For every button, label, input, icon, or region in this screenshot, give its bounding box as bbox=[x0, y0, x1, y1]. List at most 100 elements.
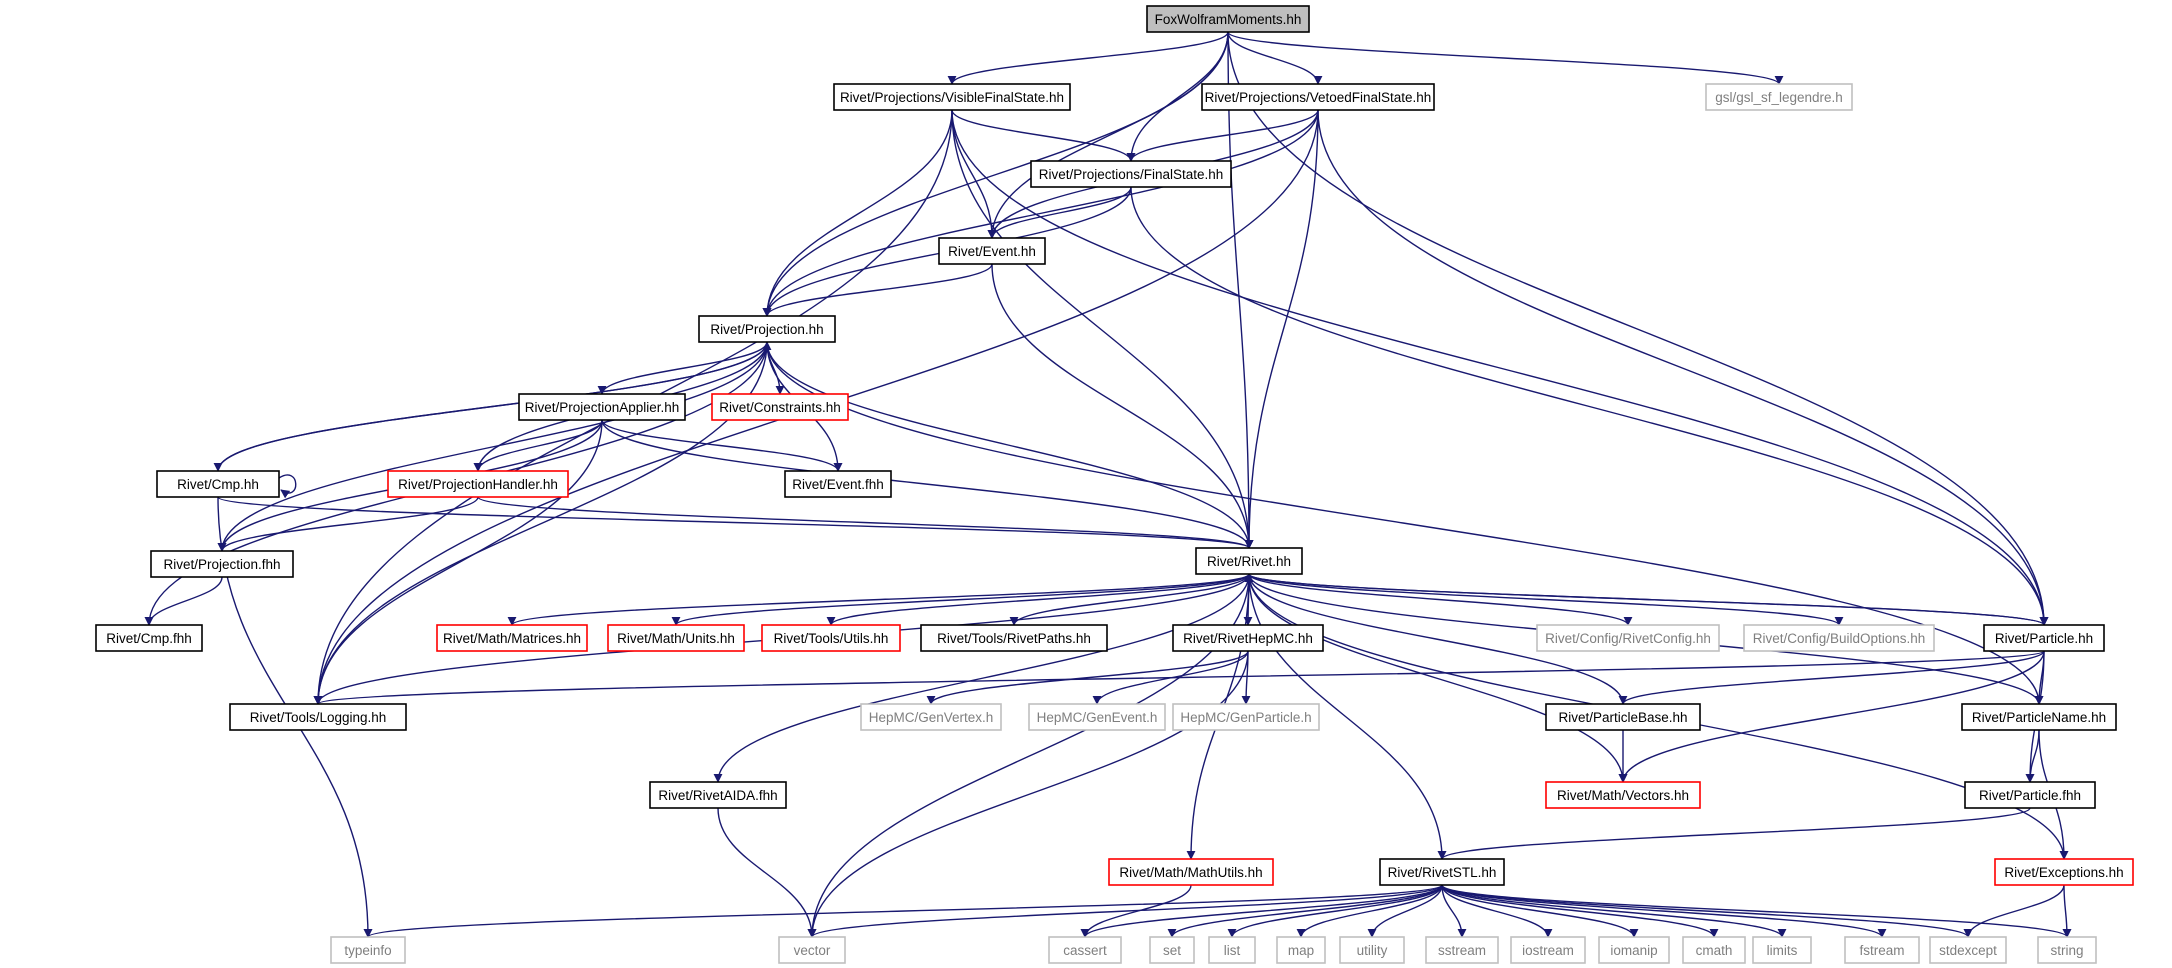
node-rivet-projectionapplier-hh[interactable]: Rivet/ProjectionApplier.hh bbox=[518, 393, 686, 421]
node-rivet-tools-utils-hh[interactable]: Rivet/Tools/Utils.hh bbox=[761, 624, 901, 652]
node-rivet-event-fhh[interactable]: Rivet/Event.fhh bbox=[784, 470, 892, 498]
node-label: Rivet/Projections/VetoedFinalState.hh bbox=[1205, 90, 1432, 105]
node-rivet-cmp-hh[interactable]: Rivet/Cmp.hh bbox=[156, 470, 280, 498]
node-label: HepMC/GenParticle.h bbox=[1180, 710, 1311, 725]
edge-hepmc-to-genvertex bbox=[926, 650, 1249, 705]
node-cmath[interactable]: cmath bbox=[1682, 936, 1746, 964]
node-utility[interactable]: utility bbox=[1339, 936, 1405, 964]
node-rivet-event-hh[interactable]: Rivet/Event.hh bbox=[938, 237, 1046, 265]
edge-rivet-to-rivetconfig bbox=[1248, 573, 1633, 626]
node-rivet-config-rivetconfig-hh[interactable]: Rivet/Config/RivetConfig.hh bbox=[1536, 624, 1720, 652]
node-label: Rivet/Config/BuildOptions.hh bbox=[1753, 631, 1926, 646]
node-rivet-math-mathutils-hh[interactable]: Rivet/Math/MathUtils.hh bbox=[1108, 858, 1274, 886]
node-label: Rivet/RivetAIDA.fhh bbox=[658, 788, 777, 803]
node-rivet-math-vectors-hh[interactable]: Rivet/Math/Vectors.hh bbox=[1545, 781, 1701, 809]
node-iostream[interactable]: iostream bbox=[1510, 936, 1586, 964]
node-label: Rivet/Projection.fhh bbox=[163, 557, 280, 572]
edge-projfhh-to-cmpfhh bbox=[144, 576, 223, 626]
node-label: set bbox=[1163, 943, 1181, 958]
node-iomanip[interactable]: iomanip bbox=[1598, 936, 1670, 964]
node-stdexcept[interactable]: stdexcept bbox=[1929, 936, 2007, 964]
node-hepmc-genevent-h[interactable]: HepMC/GenEvent.h bbox=[1028, 703, 1166, 731]
edge-event-to-proj bbox=[762, 263, 993, 317]
node-fstream[interactable]: fstream bbox=[1844, 936, 1920, 964]
node-rivet-particlename-hh[interactable]: Rivet/ParticleName.hh bbox=[1961, 703, 2117, 731]
node-rivet-rivet-hh[interactable]: Rivet/Rivet.hh bbox=[1195, 547, 1303, 575]
edge-vfs-to-proj bbox=[762, 109, 953, 317]
edge-aidafhh-to-vector bbox=[717, 807, 817, 938]
node-label: HepMC/GenEvent.h bbox=[1037, 710, 1158, 725]
node-rivet-projections-visiblefinalstate-hh[interactable]: Rivet/Projections/VisibleFinalState.hh bbox=[833, 83, 1071, 111]
node-box bbox=[1379, 858, 1505, 886]
node-box bbox=[761, 624, 901, 652]
node-list[interactable]: list bbox=[1208, 936, 1256, 964]
node-rivet-rivethepmc-hh[interactable]: Rivet/RivetHepMC.hh bbox=[1172, 624, 1324, 652]
node-layer: FoxWolframMoments.hhRivet/Projections/Vi… bbox=[95, 5, 2134, 964]
node-rivet-rivetaida-fhh[interactable]: Rivet/RivetAIDA.fhh bbox=[649, 781, 787, 809]
node-gsl-gsl-sf-legendre-h[interactable]: gsl/gsl_sf_legendre.h bbox=[1705, 83, 1853, 111]
node-rivet-cmp-fhh[interactable]: Rivet/Cmp.fhh bbox=[95, 624, 203, 652]
node-box bbox=[1425, 936, 1499, 964]
node-map[interactable]: map bbox=[1276, 936, 1326, 964]
node-limits[interactable]: limits bbox=[1752, 936, 1812, 964]
node-rivet-particle-hh[interactable]: Rivet/Particle.hh bbox=[1983, 624, 2105, 652]
node-rivet-particle-fhh[interactable]: Rivet/Particle.fhh bbox=[1964, 781, 2096, 809]
node-label: Rivet/Cmp.hh bbox=[177, 477, 259, 492]
node-label: list bbox=[1224, 943, 1241, 958]
edge-fwm-to-particle bbox=[1227, 31, 2049, 626]
node-rivet-particlebase-hh[interactable]: Rivet/ParticleBase.hh bbox=[1545, 703, 1701, 731]
node-box bbox=[95, 624, 203, 652]
node-box bbox=[1048, 936, 1122, 964]
node-rivet-math-matrices-hh[interactable]: Rivet/Math/Matrices.hh bbox=[436, 624, 588, 652]
node-box bbox=[156, 470, 280, 498]
node-box bbox=[1598, 936, 1670, 964]
node-rivet-tools-logging-hh[interactable]: Rivet/Tools/Logging.hh bbox=[229, 703, 407, 731]
node-rivet-projectionhandler-hh[interactable]: Rivet/ProjectionHandler.hh bbox=[387, 470, 569, 498]
edge-particle-to-logging bbox=[314, 650, 2045, 705]
node-sstream[interactable]: sstream bbox=[1425, 936, 1499, 964]
edge-stl-to-fstream bbox=[1441, 884, 1887, 938]
node-box bbox=[778, 936, 846, 964]
node-box bbox=[436, 624, 588, 652]
node-label: Rivet/Event.fhh bbox=[792, 477, 884, 492]
node-hepmc-genparticle-h[interactable]: HepMC/GenParticle.h bbox=[1172, 703, 1320, 731]
node-label: Rivet/ParticleName.hh bbox=[1972, 710, 2106, 725]
node-rivet-projection-fhh[interactable]: Rivet/Projection.fhh bbox=[150, 550, 294, 578]
node-hepmc-genvertex-h[interactable]: HepMC/GenVertex.h bbox=[860, 703, 1002, 731]
node-string[interactable]: string bbox=[2037, 936, 2097, 964]
node-rivet-config-buildoptions-hh[interactable]: Rivet/Config/BuildOptions.hh bbox=[1743, 624, 1935, 652]
node-rivet-projections-finalstate-hh[interactable]: Rivet/Projections/FinalState.hh bbox=[1030, 160, 1232, 188]
node-box bbox=[784, 470, 892, 498]
node-cassert[interactable]: cassert bbox=[1048, 936, 1122, 964]
node-foxwolframmoments-hh[interactable]: FoxWolframMoments.hh bbox=[1146, 5, 1310, 33]
node-label: cmath bbox=[1696, 943, 1733, 958]
node-box bbox=[387, 470, 569, 498]
edge-fwm-to-rivet bbox=[1227, 31, 1254, 549]
node-label: Rivet/Projection.hh bbox=[710, 322, 823, 337]
node-set[interactable]: set bbox=[1149, 936, 1195, 964]
node-rivet-exceptions-hh[interactable]: Rivet/Exceptions.hh bbox=[1994, 858, 2134, 886]
edge-stl-to-iostream bbox=[1441, 884, 1553, 938]
node-rivet-projections-vetoedfinalstate-hh[interactable]: Rivet/Projections/VetoedFinalState.hh bbox=[1201, 83, 1435, 111]
node-typeinfo[interactable]: typeinfo bbox=[330, 936, 406, 964]
node-rivet-constraints-hh[interactable]: Rivet/Constraints.hh bbox=[711, 393, 849, 421]
node-rivet-rivetstl-hh[interactable]: Rivet/RivetSTL.hh bbox=[1379, 858, 1505, 886]
edge-fwm-to-gsl bbox=[1227, 31, 1784, 85]
edge-stl-to-list bbox=[1227, 884, 1443, 938]
edge-stl-to-vector bbox=[807, 884, 1443, 938]
node-label: utility bbox=[1357, 943, 1388, 958]
edge-rivet-to-vectors bbox=[1248, 573, 1628, 783]
node-label: Rivet/Event.hh bbox=[948, 244, 1036, 259]
node-label: Rivet/Math/Matrices.hh bbox=[443, 631, 581, 646]
node-rivet-projection-hh[interactable]: Rivet/Projection.hh bbox=[698, 315, 836, 343]
node-label: Rivet/Tools/Utils.hh bbox=[774, 631, 889, 646]
node-rivet-math-units-hh[interactable]: Rivet/Math/Units.hh bbox=[607, 624, 745, 652]
node-vector[interactable]: vector bbox=[778, 936, 846, 964]
node-box bbox=[1108, 858, 1274, 886]
node-box bbox=[1844, 936, 1920, 964]
node-label: Rivet/Constraints.hh bbox=[719, 400, 841, 415]
edge-projhandler-to-rivet bbox=[477, 496, 1254, 549]
node-label: Rivet/Rivet.hh bbox=[1207, 554, 1291, 569]
node-rivet-tools-rivetpaths-hh[interactable]: Rivet/Tools/RivetPaths.hh bbox=[920, 624, 1108, 652]
edge-rivet-to-matrices bbox=[507, 573, 1250, 626]
